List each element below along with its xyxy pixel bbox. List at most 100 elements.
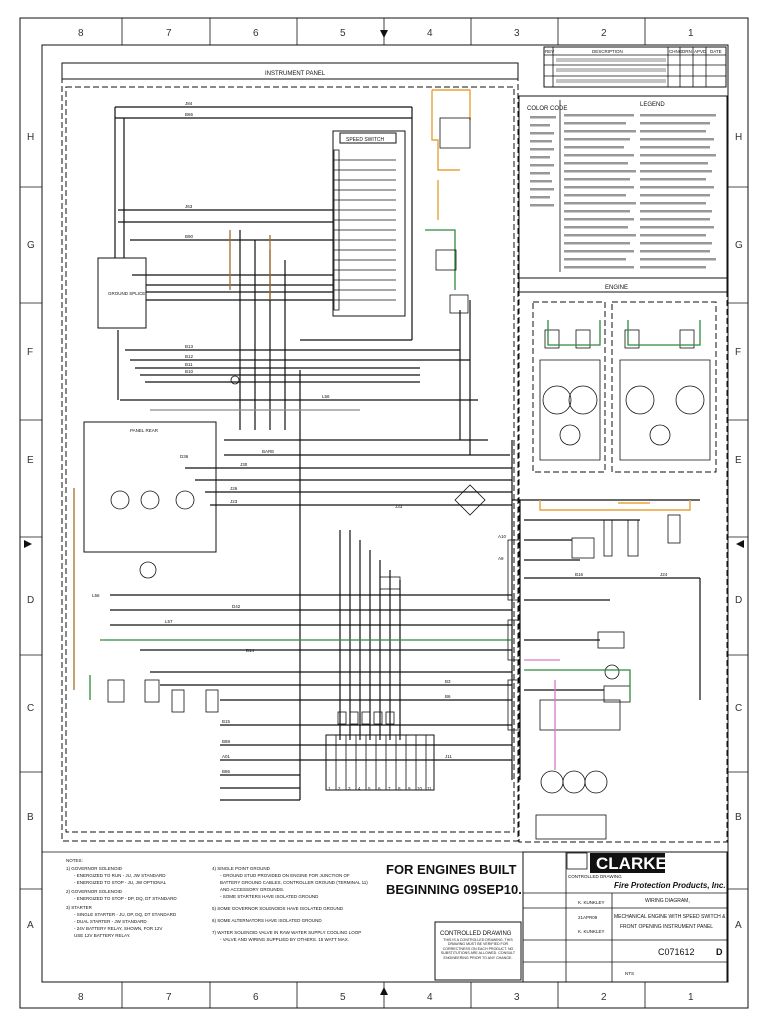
zone-col: 8 bbox=[78, 28, 84, 39]
wire-label: B88 bbox=[222, 739, 231, 744]
notes-title: NOTES: bbox=[66, 858, 83, 863]
controlled-drawing-title: CONTROLLED DRAWING bbox=[440, 931, 512, 937]
engines-built-line1: FOR ENGINES BUILT bbox=[386, 862, 517, 877]
zone-row: C bbox=[27, 703, 34, 714]
wire-label: J84 bbox=[185, 101, 193, 106]
note-line: - ENERGIZED TO STOP - JU, JW OPTIONAL bbox=[74, 880, 167, 885]
zone-col: 3 bbox=[514, 28, 520, 39]
zone-row: A bbox=[735, 920, 742, 931]
terminal-number: 3 bbox=[348, 786, 351, 791]
engine-relays bbox=[539, 329, 711, 461]
wire-label: B16 bbox=[575, 572, 584, 577]
orange-wire bbox=[431, 90, 460, 171]
note-line: 7) WATER SOLENOID VALVE IN RAW WATER SUP… bbox=[212, 930, 361, 935]
note-line: BATTERY GROUND CABLES, CONTROLLER GROUND… bbox=[220, 880, 368, 885]
engine-lower-components bbox=[535, 514, 681, 840]
center-arrow-icon bbox=[380, 987, 388, 995]
zone-row: F bbox=[27, 347, 33, 358]
zone-col: 7 bbox=[166, 992, 172, 1003]
terminal-number: 11 bbox=[427, 786, 432, 791]
controlled-drawing-text: THIS IS A CONTROLLED DRAWING. THIS DRAWI… bbox=[440, 938, 516, 960]
zone-col: 3 bbox=[514, 992, 520, 1003]
note-line: - DUAL STARTER - JW STANDARD bbox=[74, 919, 147, 924]
speed-switch-terminals bbox=[333, 149, 396, 311]
zone-row: G bbox=[27, 240, 35, 251]
zone-row: D bbox=[735, 595, 742, 606]
terminal-strip bbox=[325, 734, 435, 791]
wire-label: D42 bbox=[232, 604, 241, 609]
note-line: - 24V BATTERY RELAY, SHOWN, FOR 12V bbox=[74, 926, 162, 931]
ground-splice-block bbox=[97, 257, 147, 329]
company-division: Fire Protection Products, Inc. bbox=[614, 881, 726, 890]
legend-title: LEGEND bbox=[640, 102, 665, 108]
green-wire bbox=[627, 320, 701, 346]
instrument-panel-header bbox=[61, 62, 519, 80]
zone-col: 2 bbox=[601, 28, 607, 39]
company-logo: CLARKE bbox=[596, 854, 667, 873]
drawn-by: K. KUNKLEY bbox=[578, 900, 605, 905]
wire-label: B6 bbox=[445, 694, 451, 699]
terminal-number: 6 bbox=[378, 786, 381, 791]
zone-rows-left: H G F E D C B A bbox=[27, 132, 35, 931]
instrument-panel-title: INSTRUMENT PANEL bbox=[265, 71, 326, 77]
drawing-date: 21APR09 bbox=[578, 915, 598, 920]
engine-left-module bbox=[532, 301, 606, 473]
drawing-rev: D bbox=[716, 947, 723, 957]
rev-header: DATE bbox=[710, 49, 722, 54]
zone-col: 8 bbox=[78, 992, 84, 1003]
wire-label: L57 bbox=[165, 619, 173, 624]
note-line: - GROUND STUD PROVIDED ON ENGINE FOR JUN… bbox=[220, 873, 350, 878]
zone-row: A bbox=[27, 920, 34, 931]
zone-col: 5 bbox=[340, 28, 346, 39]
wire-label: BARE bbox=[262, 449, 274, 454]
wire-label: J30 bbox=[240, 462, 248, 467]
note-line: - ENERGIZED TO RUN - JU, JW STANDARD bbox=[74, 873, 166, 878]
wire-labels: J84 B66 J63 B90 B13 B12 B11 B10 L56 J30 … bbox=[92, 101, 668, 774]
zone-row: H bbox=[27, 132, 34, 143]
speed-switch-title: SPEED SWITCH bbox=[346, 137, 384, 143]
wire-label: J24 bbox=[660, 572, 668, 577]
controlled-drawing-stamp bbox=[434, 921, 522, 981]
wire-label: A01 bbox=[222, 754, 231, 759]
zone-columns-top: 8 7 6 5 4 3 2 1 bbox=[78, 28, 694, 39]
zone-col: 6 bbox=[253, 28, 259, 39]
panel-components bbox=[230, 117, 486, 590]
zone-row: H bbox=[735, 132, 742, 143]
ground-splice-label: GROUND SPLICE bbox=[108, 291, 145, 296]
zone-col: 6 bbox=[253, 992, 259, 1003]
rev-header: DESCRIPTION bbox=[592, 49, 623, 54]
panel-inner-boundary bbox=[65, 86, 515, 833]
zone-row: F bbox=[735, 347, 741, 358]
orange-wire bbox=[432, 89, 471, 120]
zone-col: 4 bbox=[427, 28, 433, 39]
note-line: 1) GOVERNOR SOLENOID bbox=[66, 866, 123, 871]
drawing-scale: NTS bbox=[625, 971, 634, 976]
zone-col: 7 bbox=[166, 28, 172, 39]
main-wiring bbox=[110, 106, 701, 801]
wire-label: A10 bbox=[498, 534, 507, 539]
panel-rear-box bbox=[83, 421, 217, 553]
wire-label: J11 bbox=[445, 754, 452, 759]
title-line2: MECHANICAL ENGINE WITH SPEED SWITCH & bbox=[614, 914, 726, 920]
title-line3: FRONT OPENING INSTRUMENT PANEL bbox=[620, 924, 713, 930]
note-line: 6) SOME ALTERNATORS HAVE ISOLATED GROUND bbox=[212, 918, 322, 923]
wire-label: J33 bbox=[395, 504, 403, 509]
notes-section: NOTES: 1) GOVERNOR SOLENOID - ENERGIZED … bbox=[66, 858, 368, 942]
terminal-number: 2 bbox=[338, 786, 341, 791]
title-block: CONTROLLED DRAWING CLARKE Fire Protectio… bbox=[522, 851, 728, 983]
orange-wire bbox=[539, 500, 691, 511]
wire-label: B66 bbox=[185, 112, 194, 117]
terminal-number: 10 bbox=[417, 786, 423, 791]
note-line: 2) GOVERNOR SOLENOID bbox=[66, 889, 123, 894]
rev-header: REV bbox=[545, 49, 554, 54]
fuse-row bbox=[337, 711, 395, 725]
legend-entries bbox=[530, 114, 716, 269]
note-line: - ENERGIZED TO STOP - DP, DQ, DT STANDAR… bbox=[74, 896, 177, 901]
wire-label: B15 bbox=[222, 719, 231, 724]
zone-col: 1 bbox=[688, 992, 694, 1003]
inner-border bbox=[41, 44, 729, 983]
wire-label: B12 bbox=[185, 354, 194, 359]
speed-switch-header bbox=[339, 132, 397, 144]
note-line: - SOME STARTERS HAVE ISOLATED GROUND bbox=[220, 894, 319, 899]
